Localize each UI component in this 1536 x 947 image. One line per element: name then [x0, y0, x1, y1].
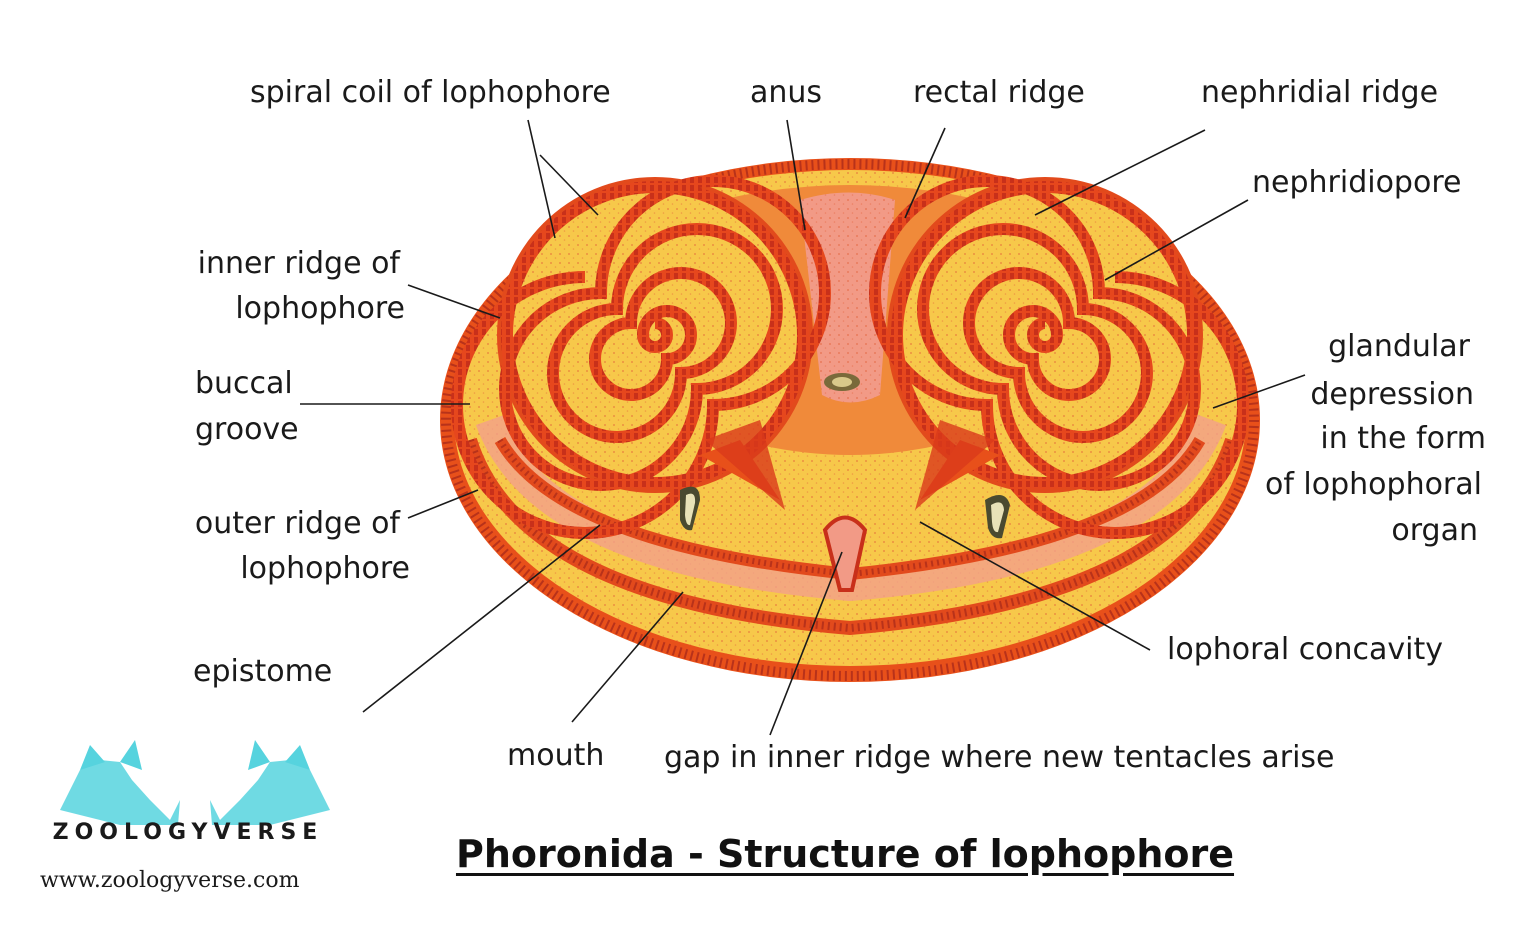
- label-inner-ridge-line1: inner ridge of: [197, 246, 400, 281]
- label-lophoral-concavity: lophoral concavity: [1167, 632, 1444, 667]
- label-glandular-line3: in the form: [1320, 421, 1486, 456]
- label-glandular-line1: glandular: [1328, 329, 1470, 364]
- label-nephridial-ridge: nephridial ridge: [1201, 75, 1439, 110]
- left-spiral-coil: [451, 175, 831, 539]
- label-mouth: mouth: [507, 738, 605, 773]
- label-outer-ridge-line1: outer ridge of: [194, 506, 400, 541]
- right-nephridiopore: [985, 495, 1010, 539]
- label-glandular-line5: organ: [1391, 513, 1478, 548]
- logo-url: www.zoologyverse.com: [40, 868, 300, 893]
- zoologyverse-logo-icon: [60, 740, 330, 825]
- lophophore-body: [440, 158, 1260, 682]
- label-nephridiopore: nephridiopore: [1252, 165, 1462, 200]
- label-outer-ridge-line2: lophophore: [240, 551, 410, 586]
- label-rectal-ridge: rectal ridge: [913, 75, 1085, 110]
- label-gap-inner-ridge: gap in inner ridge where new tentacles a…: [664, 740, 1335, 775]
- label-glandular-line2: depression: [1310, 377, 1474, 412]
- left-nephridiopore: [680, 486, 700, 531]
- diagram-title: Phoronida - Structure of lophophore: [455, 832, 1235, 876]
- label-inner-ridge-line2: lophophore: [235, 291, 405, 326]
- logo-wordmark: ZOOLOGYVERSE: [52, 820, 324, 845]
- label-spiral-coil: spiral coil of lophophore: [250, 75, 611, 110]
- label-anus: anus: [750, 75, 823, 110]
- right-spiral-coil: [869, 175, 1249, 539]
- label-glandular-line4: of lophophoral: [1264, 467, 1482, 502]
- leader-lines: [300, 119, 1306, 736]
- label-buccal-line1: buccal: [195, 366, 293, 401]
- label-buccal-line2: groove: [195, 412, 299, 447]
- label-epistome: epistome: [193, 654, 333, 689]
